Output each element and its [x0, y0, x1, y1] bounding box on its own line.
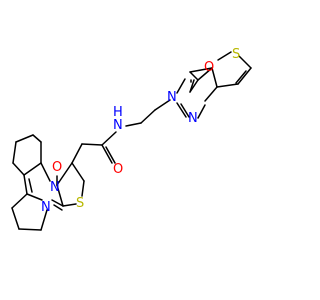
bond [105, 146, 116, 164]
bond [189, 71, 199, 81]
bond [176, 102, 187, 118]
bond [237, 67, 252, 85]
bond [56, 162, 73, 186]
bond [101, 131, 117, 146]
bond [53, 204, 63, 211]
bond [238, 55, 252, 69]
bond [217, 51, 232, 61]
atom-nitrogen-n1: N [188, 111, 198, 126]
bond [189, 67, 213, 73]
atom-nitrogen-amide: N [113, 118, 123, 133]
bond [51, 199, 64, 207]
bond [56, 184, 64, 207]
bond [81, 180, 85, 197]
bond [197, 104, 206, 119]
atom-nitrogen-pyrimidine: N [41, 200, 51, 215]
bond [71, 162, 85, 182]
atom-sulfur-thiophene: S [232, 47, 241, 62]
bond [216, 83, 239, 88]
molecule-canvas: O S N H N N O O N S N [11, 47, 252, 231]
bond [28, 178, 33, 193]
bond [176, 78, 186, 94]
bond [40, 162, 51, 182]
bond [235, 70, 247, 84]
atom-nitrogen-n3: N [167, 90, 177, 105]
molecule-structure [11, 51, 252, 231]
atom-hydrogen-amide: H [113, 105, 123, 120]
bond [11, 207, 20, 230]
bond [12, 162, 25, 176]
bond [15, 134, 34, 143]
bond [211, 67, 218, 88]
bond [32, 134, 42, 143]
bond [189, 79, 195, 93]
bond [12, 141, 17, 164]
bond [101, 144, 113, 164]
atom-oxygen-thienopyrimidinone: O [204, 60, 215, 75]
bond [125, 122, 142, 127]
bond [180, 103, 190, 118]
bond [11, 193, 28, 209]
atom-oxygen-tricyclic: O [52, 160, 63, 175]
bond [23, 162, 42, 176]
bond [154, 99, 171, 111]
bond [18, 228, 42, 231]
bonds [11, 51, 252, 231]
bond [71, 143, 83, 164]
bond [40, 209, 48, 231]
bond [26, 193, 43, 201]
bond [62, 203, 77, 207]
bond [140, 109, 156, 124]
atom-nitrogen-bridgehead: N [50, 180, 60, 195]
bond [204, 86, 218, 102]
bond [197, 67, 213, 81]
atom-sulfur-thiazoline: S [76, 196, 85, 211]
bond [81, 143, 103, 146]
bond [23, 174, 28, 195]
atom-oxygen-amide: O [113, 162, 124, 177]
